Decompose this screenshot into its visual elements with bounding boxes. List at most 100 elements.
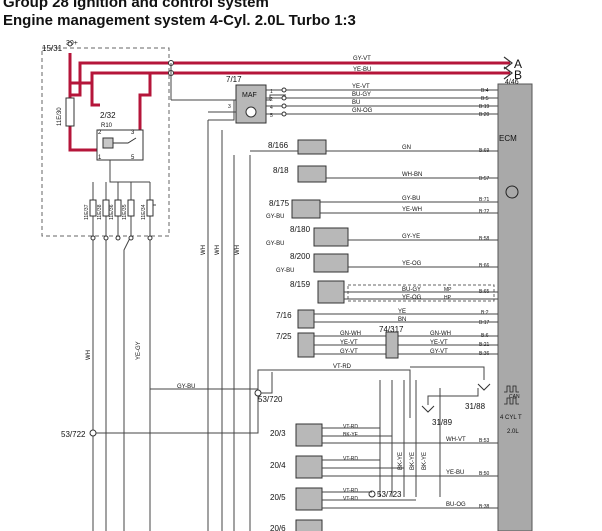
sensor-8-159-shield	[347, 284, 495, 302]
sensor-7-25	[297, 332, 315, 358]
relay-pin-3: 3	[131, 130, 135, 136]
sensor-8-200-wire-color: YE-OG	[402, 261, 422, 267]
sensor-7-25-wire-1: GN-WH	[340, 331, 361, 337]
node-31-89-label: 31/89	[432, 418, 453, 427]
node-53-720-label: 53/720	[258, 395, 283, 404]
maf-temp-icon	[245, 106, 257, 118]
sensor-8-166	[297, 139, 327, 155]
coil-20-4-id: 20/4	[270, 461, 286, 470]
coil-20-3-id: 20/3	[270, 429, 286, 438]
maf-id: 7/17	[226, 75, 242, 84]
ecm-body	[497, 83, 533, 531]
relay-pin-1: 1	[98, 155, 102, 161]
coil-20-3-wire-1: VT-RD	[343, 424, 358, 430]
sensor-8-159-wire-1: BU-GY	[402, 287, 421, 293]
coil-20-3-wire-2: BK-YE	[343, 432, 359, 438]
bus-wire-3: WH	[235, 245, 241, 255]
left-wire-gy-bu: GY-BU	[177, 384, 195, 390]
sensor-7-16-wire-1: YE	[398, 309, 406, 315]
arrow-b-head	[503, 66, 513, 80]
sensor-8-159	[317, 280, 345, 304]
coil-20-5-id: 20/5	[270, 493, 286, 502]
group-title: Group 28 Ignition and control system	[3, 0, 269, 11]
sensor-8-200	[313, 253, 349, 273]
bus-wires	[171, 94, 286, 531]
maf-pin-4: 4	[270, 105, 273, 111]
sensor-8-18-id: 8/18	[273, 166, 289, 175]
sensor-8-180-wire-color: GY-YE	[402, 234, 420, 240]
coil-20-5-out: BU-OG	[446, 502, 466, 508]
node-53-722-label: 53/722	[61, 430, 86, 439]
sensor-8-200-id: 8/200	[290, 252, 311, 261]
maf-wire-4: GN-OG	[352, 108, 373, 114]
ecm-pin-b2: B:2	[481, 310, 489, 316]
sensor-7-25-wires	[314, 335, 498, 355]
node-53-723-label: 53/723	[377, 490, 402, 499]
relay-pin-2: 2	[98, 130, 102, 136]
maf-pin-3: 3	[228, 104, 231, 110]
sensor-7-25-wire-3: GY-VT	[340, 349, 358, 355]
bus-wire-2: WH	[215, 245, 221, 255]
sensor-7-16-wire-2: BN	[398, 317, 406, 323]
ecm-label: ECM	[499, 134, 517, 143]
output-label-5: 11E/34	[141, 204, 147, 220]
arrow-b-label: B	[514, 68, 522, 82]
coil-feed-2: BK-YE	[410, 452, 416, 470]
output-label-3: 11E/36	[109, 204, 115, 220]
relay-coil	[102, 137, 114, 149]
sensor-7-16-wires	[314, 313, 498, 323]
system-title: Engine management system 4-Cyl. 2.0L Tur…	[3, 12, 356, 29]
fuse-label: 11E/30	[57, 107, 63, 126]
relay-switch	[113, 137, 137, 144]
can-pulse-icon-2	[504, 397, 519, 405]
ecm-pin-b58: B:58	[479, 236, 490, 242]
output-label-2: 11E/38	[97, 204, 103, 220]
coil-20-5-wires	[322, 491, 498, 509]
node-53-722	[89, 429, 97, 437]
sensor-7-25-id: 7/25	[276, 332, 292, 341]
ecm-pin-b72: B:72	[479, 209, 490, 215]
connector-id: 74/317	[379, 325, 404, 334]
relay-id: 2/32	[100, 111, 116, 120]
sensor-8-159-code-2: HP	[444, 295, 452, 301]
sensor-8-175-id: 8/175	[269, 199, 290, 208]
sensor-8-175-feed: GY-BU	[266, 214, 284, 220]
arrow-a-wire: GY-VT	[353, 56, 371, 62]
sensor-8-175-wires	[320, 201, 498, 214]
maf-wire-3: BU	[352, 100, 360, 106]
relay-output-fuses	[89, 199, 154, 217]
supply-wires	[68, 53, 510, 152]
ecm-pin-b4: B:4	[481, 88, 489, 94]
node-31-89-ground	[421, 405, 435, 413]
can-label: CAN	[509, 394, 520, 400]
ecm-temp-icon	[505, 185, 519, 199]
arrow-a-label: A	[514, 57, 522, 71]
ecm-pin-b66: B:66	[479, 263, 490, 269]
node-31-88-label: 31/88	[465, 402, 486, 411]
connector-74-317	[385, 331, 399, 359]
ecm-pin-b57: B:57	[479, 176, 490, 182]
coil-20-5-wire-1: VT-RD	[343, 488, 358, 494]
supply-terminal	[67, 41, 73, 47]
relay-sub: R10	[101, 123, 113, 129]
sensor-8-18	[297, 165, 327, 183]
sensor-8-159-code-1: MP	[444, 287, 452, 293]
ecm-pin-b17: B:17	[479, 320, 490, 326]
bus-wire-1: WH	[201, 245, 207, 255]
coil-20-6	[295, 519, 323, 531]
sensor-8-175-wire-2: YE-WH	[402, 207, 422, 213]
maf-connectors	[281, 87, 287, 117]
left-wire-ye-gy: YE-GY	[136, 341, 142, 360]
coil-20-4	[295, 455, 323, 479]
connector-wire-1: GN-WH	[430, 331, 451, 337]
coil-20-5	[295, 487, 323, 511]
node-31-88-ground	[477, 383, 491, 391]
coil-20-4-wire-1: VT-RD	[343, 456, 358, 462]
sensor-8-180	[313, 227, 349, 247]
coil-feed-3: BK-YE	[422, 452, 428, 470]
arrow-b-wire: YE-BU	[353, 67, 371, 73]
maf-label: MAF	[242, 92, 257, 99]
maf-wire-2: BU-GY	[352, 92, 371, 98]
relay-terminals	[90, 235, 153, 241]
